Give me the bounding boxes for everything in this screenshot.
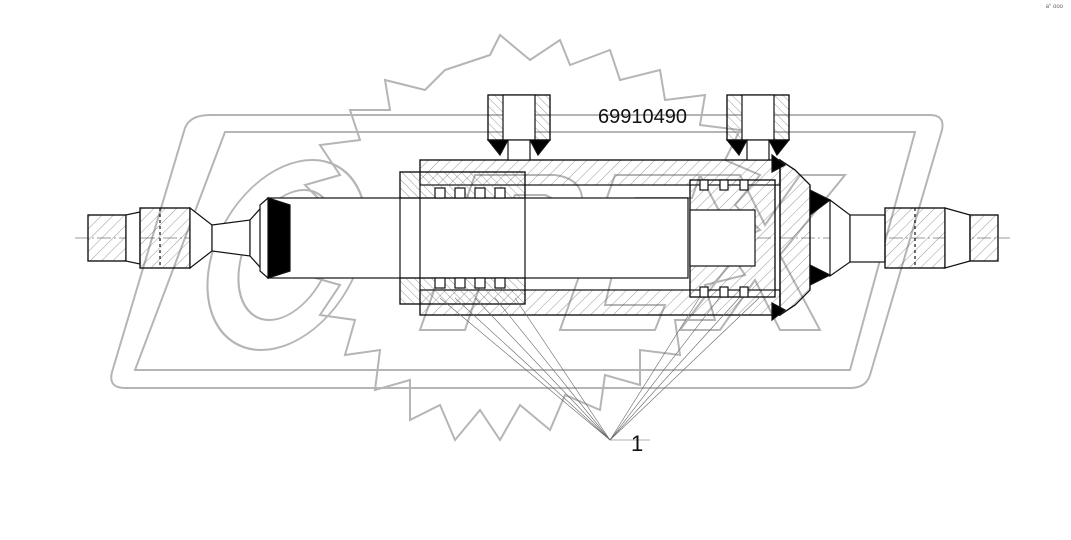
left-rod-end xyxy=(87,198,269,278)
leader-lines xyxy=(439,296,761,441)
ports xyxy=(486,94,791,161)
part-number-label: 69910490 xyxy=(598,106,687,128)
corner-mark: a° ooo xyxy=(1045,4,1063,10)
cylinder-body xyxy=(399,153,832,322)
right-rod-end xyxy=(829,198,999,278)
callout-label: 1 xyxy=(631,431,644,456)
piston-rod xyxy=(259,196,689,280)
